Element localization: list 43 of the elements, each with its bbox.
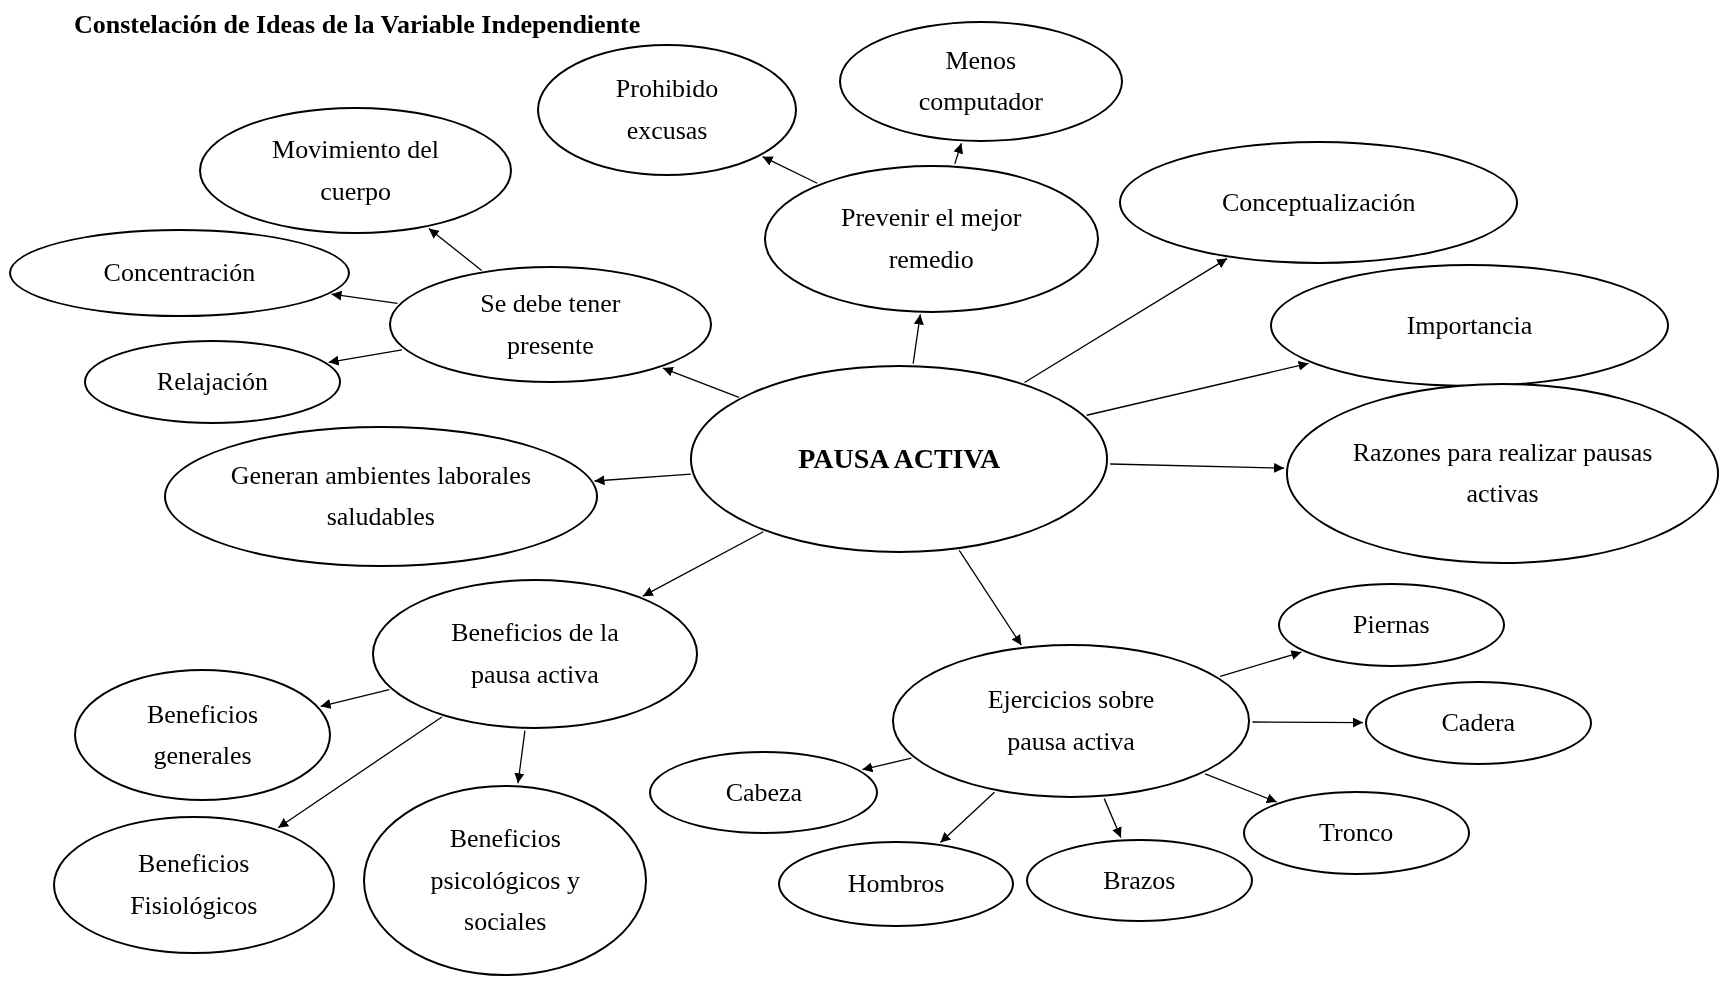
arrow — [642, 531, 764, 597]
arrow — [1086, 360, 1310, 416]
arrow — [320, 688, 390, 709]
concept-label: Beneficios generales — [145, 698, 260, 773]
concept-label: Tronco — [1319, 817, 1394, 850]
arrow — [1023, 257, 1228, 384]
diagram-title: Constelación de Ideas de la Variable Independiente — [74, 10, 641, 40]
arrow — [330, 290, 399, 305]
concept-label: Se debe tener presente — [479, 288, 622, 362]
arrow — [1109, 462, 1285, 473]
concept-label: Beneficios psicológicos y sociales — [429, 823, 581, 939]
concept-label: PAUSA ACTIVA — [798, 441, 1001, 476]
arrow — [912, 313, 924, 365]
concept-label: Razones para realizar pausas activas — [1351, 436, 1654, 511]
concept-label: Conceptualización — [1221, 186, 1416, 219]
concept-label: Piernas — [1353, 609, 1430, 642]
arrow — [277, 716, 443, 829]
arrow — [514, 729, 526, 784]
arrow — [1251, 717, 1364, 728]
arrow — [761, 156, 818, 184]
arrow — [662, 366, 740, 398]
concept-label: Movimiento del cuerpo — [271, 134, 440, 208]
arrow — [861, 757, 913, 773]
arrow — [1103, 798, 1122, 839]
concept-label: Relajación — [156, 366, 269, 399]
concept-label: Ejercicios sobre pausa activa — [986, 684, 1156, 758]
concept-label: Concentración — [103, 257, 256, 290]
concept-label: Generan ambientes laborales saludables — [229, 459, 532, 534]
concept-label: Prohibido excusas — [614, 73, 720, 148]
concept-label: Beneficios de la pausa activa — [450, 617, 620, 691]
concept-label: Prevenir el mejor remedio — [839, 202, 1023, 276]
concept-label: Hombros — [847, 868, 945, 901]
arrow — [327, 349, 403, 366]
arrow — [953, 142, 964, 165]
concept-label: Menos computador — [917, 44, 1044, 119]
concept-label: Cadera — [1441, 707, 1516, 740]
concept-label: Cabeza — [725, 776, 803, 809]
concept-label: Brazos — [1103, 864, 1176, 897]
arrow — [1219, 650, 1302, 678]
concept-label: Beneficios Fisiológicos — [129, 848, 259, 922]
concept-label: Importancia — [1406, 310, 1533, 342]
arrow — [428, 227, 483, 272]
arrow — [1204, 773, 1278, 803]
